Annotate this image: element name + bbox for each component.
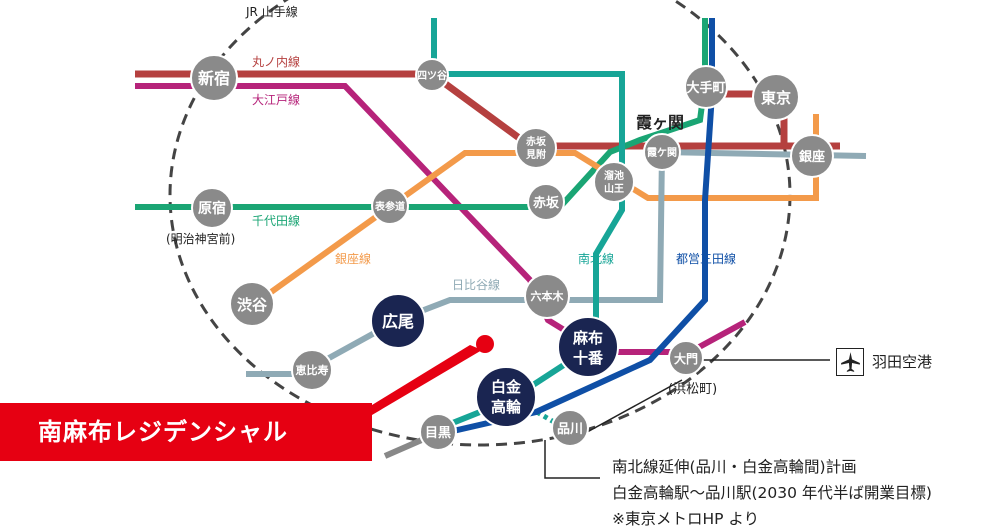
svg-text:恵比寿: 恵比寿 [296, 363, 329, 377]
daimon-sub-label: (浜松町) [668, 382, 717, 397]
property-name: 南麻布レジデンシャル [38, 418, 288, 446]
line-label-marunouchi: 丸ノ内線 [252, 54, 300, 69]
airport-label: 羽田空港 [872, 353, 933, 371]
daimon-shinagawa-connector [579, 379, 683, 437]
station-harajuku: 原宿 [191, 187, 233, 229]
line-label-yamanote: JR 山手線 [245, 4, 298, 19]
station-kasumigaseki: 霞ケ関 [643, 133, 681, 171]
station-akasaka-mitsuke: 赤坂 見附 [515, 127, 557, 169]
property-banner: 南麻布レジデンシャル [0, 403, 372, 461]
airplane-icon [836, 348, 864, 376]
station-shinjuku: 新宿 [190, 54, 238, 102]
station-otemachi: 大手町 [684, 65, 728, 109]
line-label-ginza: 銀座線 [335, 251, 371, 266]
station-shinagawa: 品川 [551, 409, 589, 447]
svg-text:大門: 大門 [674, 351, 698, 366]
station-yotsuya: 四ツ谷 [415, 58, 449, 92]
line-label-mita: 都営三田線 [676, 251, 736, 266]
harajuku-sub-label: (明治神宮前) [166, 231, 235, 246]
station-tameike-sanno: 溜池 山王 [593, 161, 635, 203]
svg-text:新宿: 新宿 [198, 69, 230, 88]
station-tokyo: 東京 [752, 73, 800, 121]
station-daimon: 大門 [668, 340, 704, 376]
svg-text:四ツ谷: 四ツ谷 [417, 69, 448, 82]
svg-text:六本木: 六本木 [531, 289, 565, 303]
svg-text:銀座: 銀座 [799, 149, 825, 165]
svg-text:白金: 白金 [491, 378, 522, 396]
station-roppongi: 六本木 [524, 273, 570, 319]
station-shirokane-takanawa: 白金 高輪 [475, 366, 537, 428]
svg-text:麻布: 麻布 [572, 329, 603, 347]
station-omotesando: 表参道 [371, 187, 409, 225]
station-hiroo: 広尾 [370, 293, 426, 349]
svg-text:霞ケ関: 霞ケ関 [647, 146, 677, 159]
station-meguro: 目黒 [419, 413, 457, 451]
kasumigaseki-area-label: 霞ヶ関 [636, 113, 684, 132]
station-azabu-juban: 麻布 十番 [557, 316, 619, 378]
svg-text:品川: 品川 [557, 422, 583, 437]
line-label-hibiya: 日比谷線 [452, 277, 500, 292]
station-ebisu: 恵比寿 [291, 349, 333, 391]
svg-text:原宿: 原宿 [198, 200, 226, 217]
line-label-chiyoda: 千代田線 [252, 213, 300, 228]
svg-text:広尾: 広尾 [382, 312, 414, 331]
svg-text:見附: 見附 [525, 148, 546, 161]
svg-text:溜池: 溜池 [604, 169, 624, 182]
svg-text:東京: 東京 [761, 89, 791, 107]
svg-text:目黒: 目黒 [425, 425, 451, 441]
svg-text:高輪: 高輪 [491, 398, 522, 416]
line-label-namboku: 南北線 [578, 251, 614, 266]
svg-text:十番: 十番 [573, 349, 604, 367]
property-marker [476, 335, 494, 353]
station-ginza: 銀座 [790, 134, 834, 178]
station-shibuya: 渋谷 [229, 281, 275, 327]
note-line-3: ※東京メトロHP より [612, 510, 760, 528]
svg-text:赤坂: 赤坂 [526, 135, 547, 148]
svg-text:大手町: 大手町 [686, 80, 725, 96]
property-pointer [372, 345, 482, 415]
svg-text:渋谷: 渋谷 [237, 296, 268, 314]
svg-text:山王: 山王 [604, 182, 624, 195]
note-line-2: 白金高輪駅〜品川駅(2030 年代半ば開業目標) [612, 484, 932, 502]
line-label-oedo: 大江戸線 [252, 92, 300, 107]
note-line-1: 南北線延伸(品川・白金高輪間)計画 [612, 458, 857, 476]
station-akasaka: 赤坂 [527, 183, 565, 221]
note-connector [544, 440, 600, 479]
svg-text:表参道: 表参道 [374, 200, 405, 213]
svg-text:赤坂: 赤坂 [533, 195, 560, 211]
